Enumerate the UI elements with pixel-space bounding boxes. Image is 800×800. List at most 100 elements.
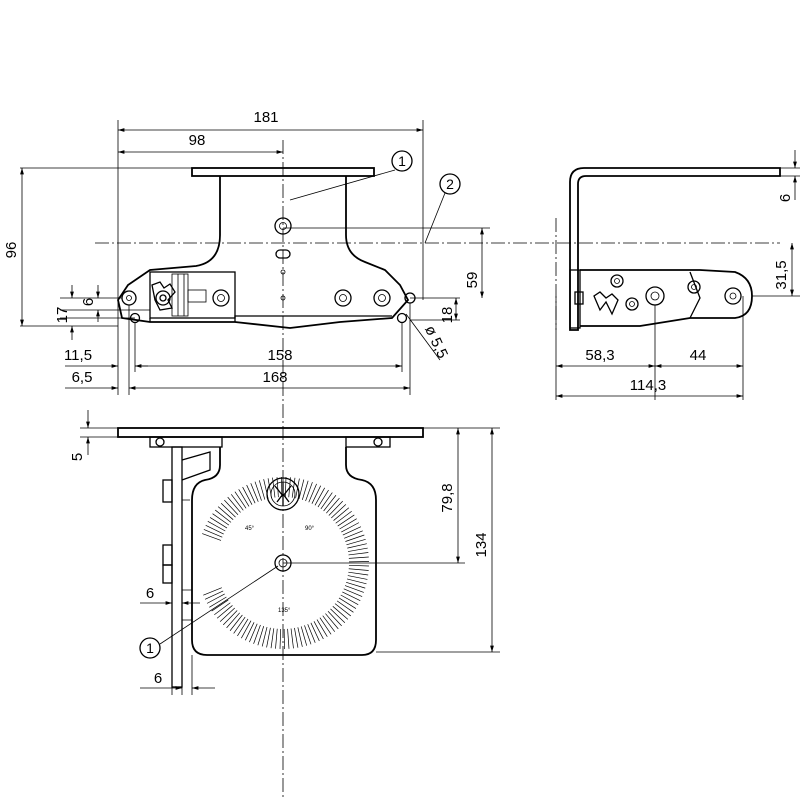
dial-tick xyxy=(279,628,282,649)
dial-tick xyxy=(234,491,247,509)
dial-tick xyxy=(347,575,368,580)
dim-half-width: 98 xyxy=(189,132,206,149)
dial-tick xyxy=(227,496,241,513)
svg-text:1: 1 xyxy=(398,153,406,169)
dial-tick xyxy=(215,509,232,523)
dial-tick xyxy=(311,485,322,504)
dial-tick xyxy=(224,499,239,515)
dial-tick xyxy=(220,503,236,518)
dial-tick xyxy=(258,480,266,500)
adjuster-mechanism xyxy=(149,271,236,319)
dial-tick xyxy=(238,489,250,507)
dim-hole-pitch-outer: 168 xyxy=(262,369,287,386)
dial-tick xyxy=(246,484,256,504)
dial-tick xyxy=(217,506,234,520)
dial-tick xyxy=(325,613,339,630)
dim-hole-diameter: ø 5,5 xyxy=(421,323,451,361)
side-bracket-profile xyxy=(569,167,781,331)
extension-lines xyxy=(20,120,490,395)
dial-tick xyxy=(332,606,349,620)
dial-tick xyxy=(339,518,357,530)
dim-edge-inner: 11,5 xyxy=(64,347,92,364)
svg-text:135°: 135° xyxy=(278,608,291,614)
dim-front-offset-a: 6 xyxy=(146,585,154,602)
side-holes xyxy=(610,274,742,311)
dial-tick xyxy=(344,530,363,539)
dial-tick xyxy=(346,578,367,585)
dim-hole-pitch-inner: 158 xyxy=(267,347,292,364)
dimension-lines xyxy=(20,128,484,390)
side-extension-lines xyxy=(555,167,800,400)
dial-tick xyxy=(249,623,258,643)
svg-text:1: 1 xyxy=(146,640,154,656)
dial-tick xyxy=(254,481,262,501)
front-bolt-left xyxy=(155,437,165,447)
dim-front-plate: 5 xyxy=(69,453,86,461)
dial-tick xyxy=(327,611,342,627)
dim-flange: 6 xyxy=(777,194,794,202)
dial-tick xyxy=(342,526,362,536)
dim-span-b: 44 xyxy=(690,347,707,364)
dial-tick xyxy=(330,608,346,623)
front-dimension-lines xyxy=(86,410,494,690)
dial-tick xyxy=(250,483,259,502)
dial-tick xyxy=(320,492,333,510)
dial-tick xyxy=(244,622,255,641)
dial-scale-ticks xyxy=(202,477,369,649)
dial-tick xyxy=(230,494,244,511)
dial-tick xyxy=(216,605,233,619)
bracket-body xyxy=(117,176,410,329)
callout-2-top: 2 xyxy=(439,173,461,195)
dial-tick xyxy=(219,607,235,622)
dial-tick xyxy=(341,522,360,533)
dial-tick xyxy=(203,529,223,538)
dial-tick xyxy=(261,626,268,647)
front-mounting-plate xyxy=(117,427,424,438)
dim-lower-offset: 17 xyxy=(54,307,71,324)
dial-tick xyxy=(314,487,325,506)
dim-slot-offset: 6 xyxy=(80,298,97,306)
mounting-holes xyxy=(121,217,416,324)
dial-tick xyxy=(338,597,357,609)
dial-tick xyxy=(304,625,312,645)
dial-tick xyxy=(276,477,279,498)
dial-tick xyxy=(348,552,369,556)
side-clamp xyxy=(569,269,581,329)
dial-tick xyxy=(336,600,354,613)
dial-tick xyxy=(323,495,337,512)
dial-tick xyxy=(212,513,230,526)
dim-front-offset-b: 6 xyxy=(154,670,162,687)
dial-tick xyxy=(307,624,316,643)
callout-1-top: 1 xyxy=(391,150,413,172)
callout-1-front: 1 xyxy=(139,637,161,659)
dial-tick xyxy=(328,500,343,516)
dial-tick xyxy=(308,483,317,503)
dial-tick xyxy=(257,626,265,646)
svg-text:90°: 90° xyxy=(305,526,315,532)
top-view: 1 2 181 98 96 59 18 6 17 158 168 11,5 6,… xyxy=(3,109,780,800)
dial-tick xyxy=(253,624,261,644)
dial-tick xyxy=(275,628,278,649)
dial-tick xyxy=(207,521,226,532)
dial-tick xyxy=(202,533,222,541)
front-extension-lines xyxy=(80,427,500,695)
dial-tick xyxy=(348,571,369,576)
dial-tick xyxy=(237,618,249,637)
dial-tick xyxy=(301,480,309,500)
dim-pivot-height: 59 xyxy=(464,272,481,289)
dial-tick xyxy=(348,556,369,559)
dial-tick xyxy=(297,627,303,647)
dial-tick xyxy=(270,628,275,649)
dim-height: 96 xyxy=(3,242,20,259)
dial-tick xyxy=(204,590,224,600)
brand-logo-icon xyxy=(266,477,300,511)
callout-leaders xyxy=(289,169,446,244)
dim-hole-row: 18 xyxy=(439,307,456,324)
dial-tick xyxy=(344,585,364,593)
side-gear-detail xyxy=(593,291,619,316)
dial-tick xyxy=(305,482,313,502)
dial-tick xyxy=(223,610,238,626)
side-dimension-lines xyxy=(556,150,797,398)
front-side-rail xyxy=(162,446,211,688)
